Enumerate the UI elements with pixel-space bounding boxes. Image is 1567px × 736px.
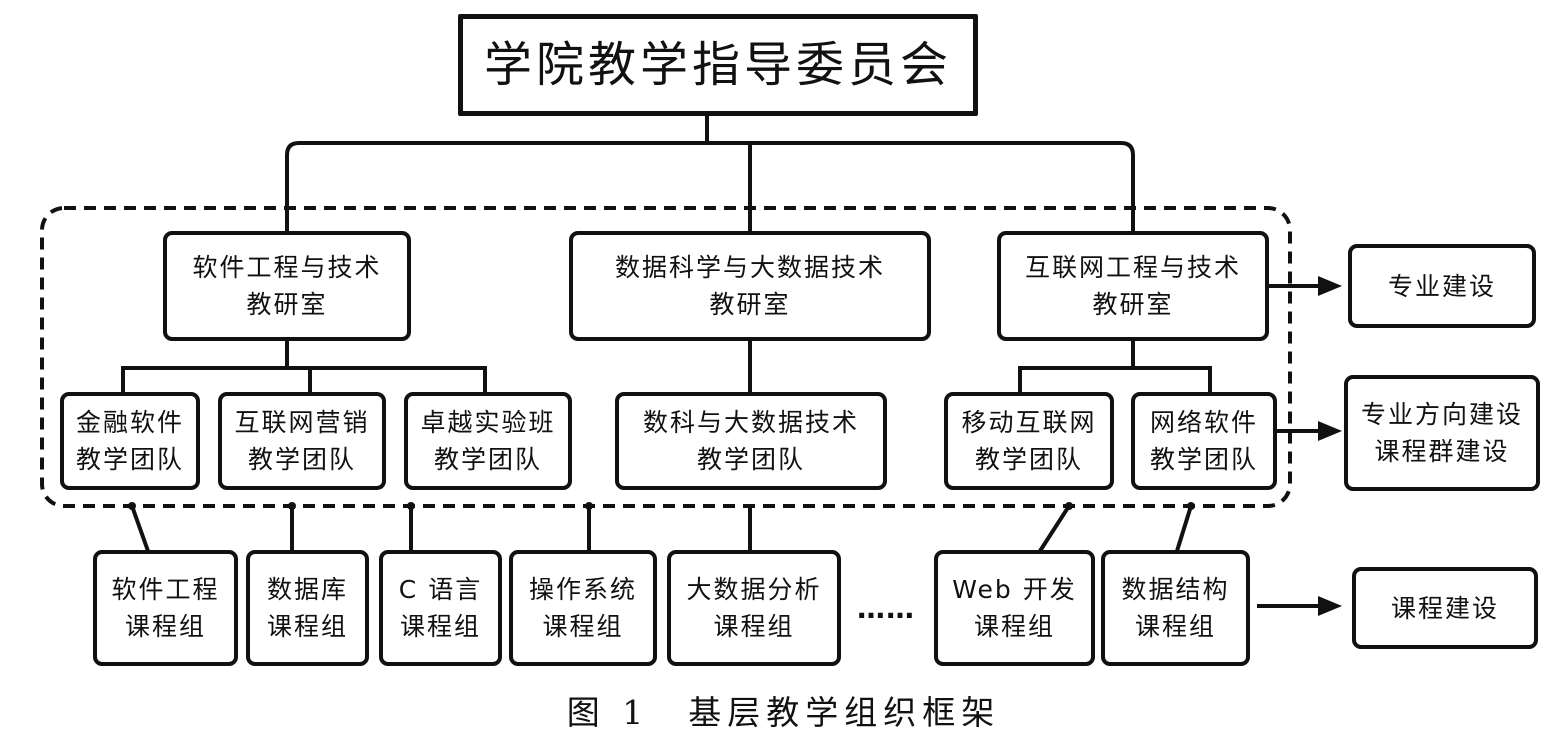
- connector: [285, 141, 1135, 231]
- junction-dot: [1065, 502, 1073, 510]
- course-group-label-line2: 课程组: [124, 612, 206, 641]
- course-group-box: Web 开发 课程组: [934, 550, 1095, 666]
- team-label-line1: 金融软件: [75, 408, 184, 437]
- team-box: 互联网营销 教学团队: [218, 392, 386, 490]
- committee-label: 学院教学指导委员会: [483, 36, 952, 93]
- team-box: 移动互联网 教学团队: [944, 392, 1114, 490]
- junction-dot: [1187, 502, 1195, 510]
- arrow-head: [1318, 276, 1342, 296]
- course-group-box: 大数据分析 课程组: [667, 550, 841, 666]
- outcome-box: 专业建设: [1348, 244, 1536, 328]
- department-label-line1: 软件工程与技术: [192, 253, 382, 282]
- junction-dot: [128, 502, 136, 510]
- connector: [130, 505, 150, 552]
- junction-dot: [288, 502, 296, 510]
- course-group-box: 操作系统 课程组: [509, 550, 657, 666]
- team-box: 金融软件 教学团队: [60, 392, 200, 490]
- team-box: 数科与大数据技术 教学团队: [615, 392, 887, 490]
- department-label-line2: 教研室: [246, 290, 328, 319]
- connector: [121, 366, 487, 393]
- department-box: 软件工程与技术 教研室: [163, 231, 411, 341]
- course-group-box: C 语言 课程组: [379, 550, 502, 666]
- course-group-label-line1: Web 开发: [952, 575, 1077, 604]
- course-group-label-line1: 数据库: [266, 575, 348, 604]
- department-label-line2: 教研室: [1092, 290, 1174, 319]
- course-group-label-line2: 课程组: [542, 612, 624, 641]
- department-box: 互联网工程与技术 教研室: [997, 231, 1269, 341]
- course-group-label-line2: 课程组: [713, 612, 795, 641]
- course-group-label-line1: 大数据分析: [686, 575, 822, 604]
- outcome-label-line2: 课程群建设: [1374, 437, 1510, 466]
- team-label-line1: 互联网营销: [234, 408, 370, 437]
- team-label-line2: 教学团队: [696, 445, 805, 474]
- junction-dot: [407, 502, 415, 510]
- team-label-line2: 教学团队: [247, 445, 356, 474]
- outcome-label-line1: 专业方向建设: [1360, 400, 1523, 429]
- department-label-line1: 互联网工程与技术: [1024, 253, 1241, 282]
- department-box: 数据科学与大数据技术 教研室: [569, 231, 931, 341]
- course-group-box: 软件工程 课程组: [93, 550, 238, 666]
- team-label-line1: 卓越实验班: [420, 408, 556, 437]
- course-group-label-line2: 课程组: [1134, 612, 1216, 641]
- course-group-label-line1: 操作系统: [528, 575, 637, 604]
- arrow-head: [1318, 596, 1342, 616]
- department-label-line2: 教研室: [709, 290, 791, 319]
- team-label-line2: 教学团队: [433, 445, 542, 474]
- course-group-box: 数据结构 课程组: [1101, 550, 1250, 666]
- course-group-box: 数据库 课程组: [246, 550, 369, 666]
- team-box: 卓越实验班 教学团队: [404, 392, 572, 490]
- team-label-line1: 数科与大数据技术: [642, 408, 859, 437]
- outcome-box: 专业方向建设 课程群建设: [1344, 375, 1540, 491]
- figure-caption: 图 1 基层教学组织框架: [566, 693, 1001, 732]
- outcome-label-line1: 课程建设: [1390, 593, 1499, 623]
- team-label-line2: 教学团队: [1149, 445, 1258, 474]
- team-box: 网络软件 教学团队: [1131, 392, 1277, 490]
- team-label-line2: 教学团队: [75, 445, 184, 474]
- arrow-head: [1318, 421, 1342, 441]
- course-group-label-line2: 课程组: [399, 612, 481, 641]
- ellipsis: ……: [857, 592, 915, 625]
- committee-box: 学院教学指导委员会: [458, 14, 978, 116]
- course-group-label-line1: C 语言: [398, 575, 483, 604]
- course-group-label-line2: 课程组: [266, 612, 348, 641]
- course-group-label-line1: 数据结构: [1121, 575, 1230, 604]
- outcome-box: 课程建设: [1352, 567, 1538, 649]
- course-group-label-line1: 软件工程: [111, 575, 220, 604]
- course-group-label-line2: 课程组: [973, 612, 1055, 641]
- outcome-label-line1: 专业建设: [1387, 271, 1496, 301]
- group-boundary: [40, 206, 1292, 508]
- team-label-line1: 移动互联网: [961, 408, 1097, 437]
- connector: [1018, 366, 1212, 393]
- junction-dot: [585, 502, 593, 510]
- team-label-line2: 教学团队: [974, 445, 1083, 474]
- department-label-line1: 数据科学与大数据技术: [614, 253, 885, 282]
- connector: [1038, 504, 1071, 553]
- connector: [1175, 505, 1193, 552]
- team-label-line1: 网络软件: [1149, 408, 1258, 437]
